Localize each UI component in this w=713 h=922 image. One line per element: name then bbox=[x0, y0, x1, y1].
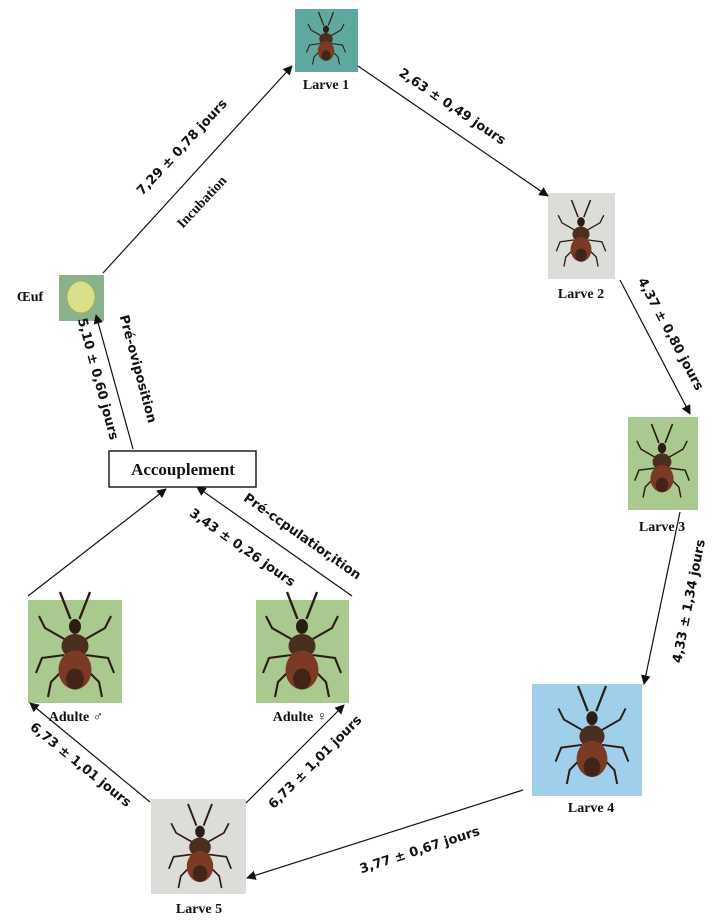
mating-box: Accouplement bbox=[109, 451, 256, 487]
mating-label: Accouplement bbox=[131, 460, 235, 479]
adult-male-photo bbox=[28, 592, 122, 703]
duration-l3-l4: 4,33 ± 1,34 jours bbox=[670, 538, 709, 664]
larva1-photo bbox=[295, 9, 358, 72]
egg-label: Œuf bbox=[17, 290, 44, 305]
larva4-photo bbox=[532, 684, 642, 796]
larva4-label: Larve 4 bbox=[568, 801, 614, 816]
duration-l4-l5: 3,77 ± 0,67 jours bbox=[358, 824, 482, 877]
larva5-label: Larve 5 bbox=[176, 902, 222, 917]
duration-l5-male: 6,73 ± 1,01 jours bbox=[27, 720, 134, 811]
duration-l5-female: 6,73 ± 1,01 jours bbox=[266, 713, 365, 812]
adult-female-photo bbox=[256, 592, 349, 703]
larva3-label: Larve 3 bbox=[639, 520, 685, 535]
larva3-photo bbox=[628, 417, 698, 510]
adult-female-label: Adulte ♀ bbox=[273, 710, 327, 725]
phase-incubation: Incubation bbox=[175, 173, 231, 231]
larva5-photo bbox=[151, 799, 246, 894]
larva2-photo bbox=[548, 193, 615, 279]
egg-photo bbox=[59, 275, 104, 321]
larva2-label: Larve 2 bbox=[558, 287, 604, 302]
adult-male-label: Adulte ♂ bbox=[49, 710, 103, 725]
larva1-label: Larve 1 bbox=[303, 78, 349, 93]
phase-precopulation: Pré-ccpulatior,ition bbox=[240, 491, 363, 583]
duration-l1-l2: 2,63 ± 0,49 jours bbox=[396, 66, 509, 149]
